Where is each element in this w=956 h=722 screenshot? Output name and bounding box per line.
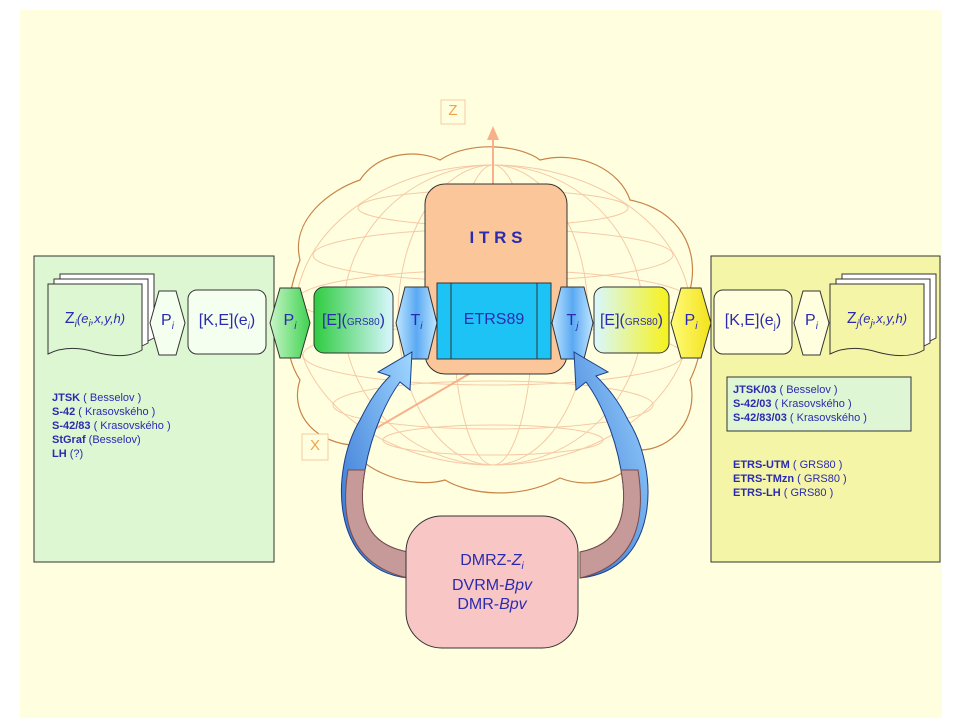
etrs89-label: ETRS89 [437, 311, 551, 329]
left-p2-label: Pi [270, 312, 310, 332]
list-item: S-42/03 ( Krasovského ) [733, 397, 911, 411]
right-e-label: [E](GRS80) [594, 312, 669, 330]
list-item: JTSK ( Besselov ) [52, 391, 267, 405]
left-ke-label: [K,E](ei) [188, 312, 266, 332]
left-systems-list: JTSK ( Besselov ) S-42 ( Krasovského ) S… [52, 391, 267, 461]
x-axis-label: X [302, 437, 328, 454]
right-ke-label: [K,E](ej) [714, 312, 792, 332]
right-t-label: Tj [552, 312, 593, 332]
z-axis-label: Z [441, 102, 465, 119]
dmr-line-1: DMRZ-Zi [406, 551, 578, 576]
dmr-line-2: DVRM-Bpv [406, 576, 578, 595]
right-z-label: Zj(ej,x,y,h) [830, 310, 924, 330]
list-item: S-42/83/03 ( Krasovského ) [733, 411, 911, 425]
left-t-label: Ti [396, 312, 437, 332]
list-item: StGraf (Besselov) [52, 433, 267, 447]
list-item: ETRS-LH ( GRS80 ) [733, 486, 911, 500]
list-item: ETRS-TMzn ( GRS80 ) [733, 472, 911, 486]
itrs-label: I T R S [425, 228, 567, 248]
list-item: LH (?) [52, 447, 267, 461]
right-boxed-systems-list: JTSK/03 ( Besselov ) S-42/03 ( Krasovské… [733, 383, 911, 425]
list-item: S-42 ( Krasovského ) [52, 405, 267, 419]
list-item: S-42/83 ( Krasovského ) [52, 419, 267, 433]
list-item: JTSK/03 ( Besselov ) [733, 383, 911, 397]
left-z-label: Zi(ei,x,y,h) [48, 310, 142, 330]
left-p1-label: Pi [150, 312, 185, 332]
list-item: ETRS-UTM ( GRS80 ) [733, 458, 911, 472]
right-systems-list: ETRS-UTM ( GRS80 ) ETRS-TMzn ( GRS80 ) E… [733, 458, 911, 500]
right-p1-label: Pi [671, 312, 711, 332]
left-e-label: [E](GRS80) [314, 312, 393, 330]
right-p2-label: Pi [794, 312, 829, 332]
dmr-label: DMRZ-Zi DVRM-Bpv DMR-Bpv [406, 551, 578, 614]
dmr-line-3: DMR-Bpv [406, 595, 578, 614]
